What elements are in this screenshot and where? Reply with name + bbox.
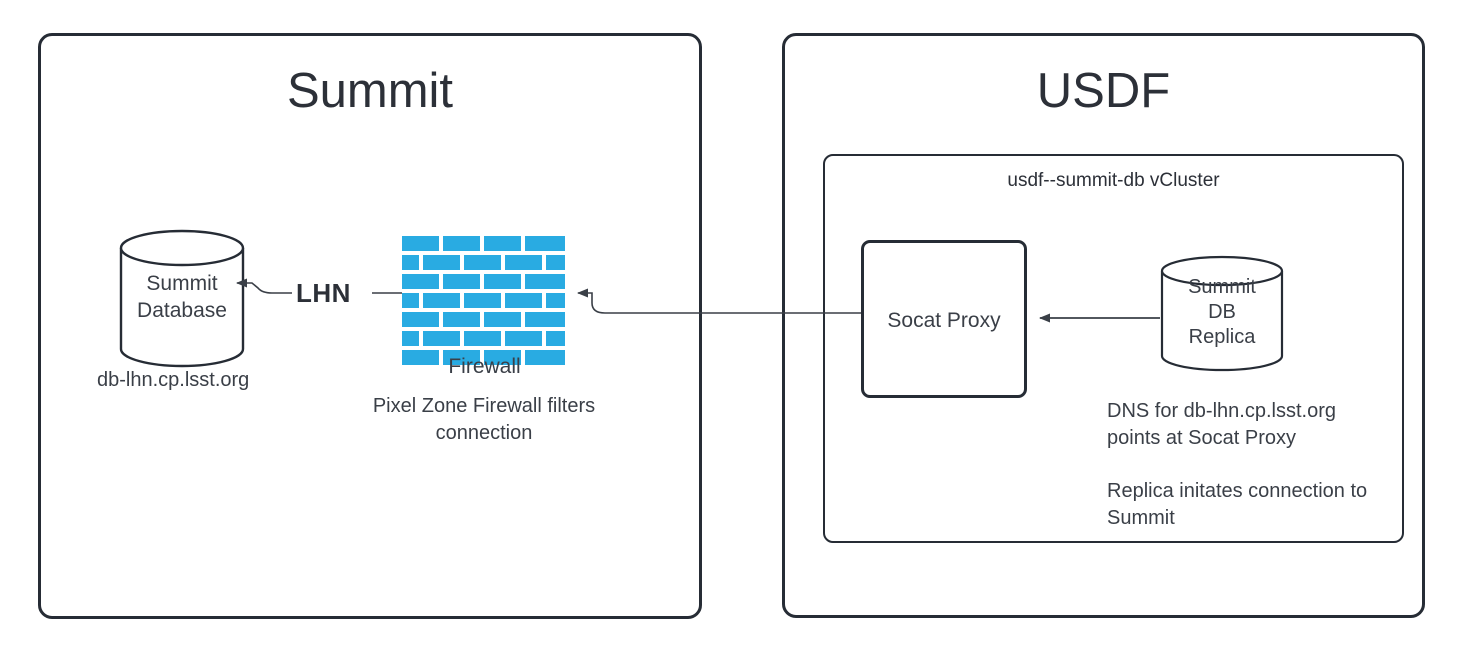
lhn-connection-label: LHN <box>296 278 351 308</box>
summit-database-cylinder: Summit Database <box>118 229 246 368</box>
firewall-icon <box>402 236 565 365</box>
replica-connection-note-text: Replica initates connection to Summit <box>1107 480 1368 529</box>
cylinder-shape-icon <box>119 229 245 368</box>
firewall-label: Firewall <box>448 355 521 378</box>
usdf-zone-title: USDF <box>1036 64 1171 118</box>
firewall-caption: Pixel Zone Firewall filters connection <box>372 395 596 444</box>
summit-db-replica-cylinder: Summit DB Replica <box>1159 255 1285 372</box>
cylinder-shape-icon <box>1160 255 1284 372</box>
vcluster-label: usdf--summit-db vCluster <box>1007 170 1220 191</box>
socat-proxy-box: Socat Proxy <box>861 240 1027 398</box>
socat-proxy-label: Socat Proxy <box>887 309 1001 332</box>
summit-db-hostname-label: db-lhn.cp.lsst.org <box>97 369 250 391</box>
summit-zone-title: Summit <box>286 64 454 118</box>
dns-note-text: DNS for db-lhn.cp.lsst.org points at Soc… <box>1107 400 1336 449</box>
